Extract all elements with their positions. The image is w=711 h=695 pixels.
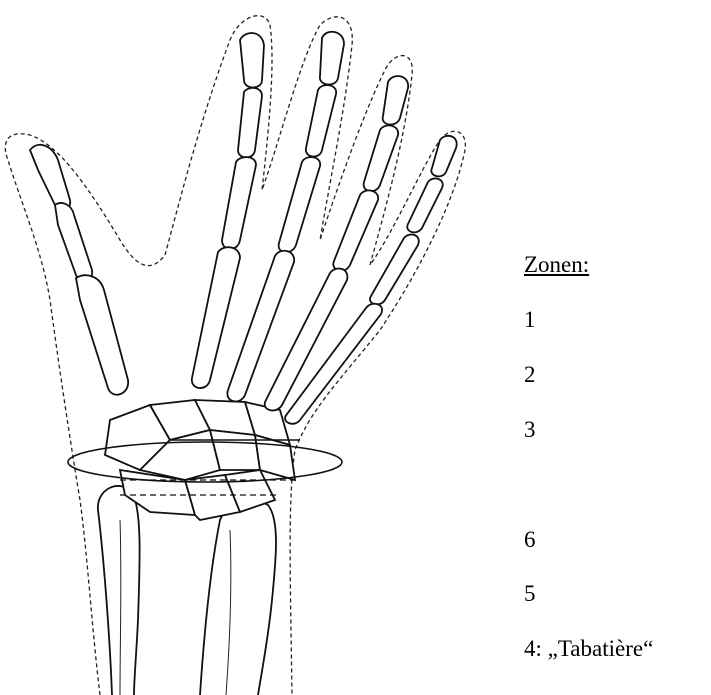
ulna-bone <box>98 486 140 695</box>
hand-skeleton-diagram <box>0 0 490 695</box>
zone-legend: Zonen: 1 2 3 6 5 4: „Tabatière“ <box>524 0 711 695</box>
thumb-bones <box>30 145 128 395</box>
zone-label-2: 2 <box>524 362 536 388</box>
zone-label-6: 6 <box>524 527 536 553</box>
legend-title: Zonen: <box>524 252 589 278</box>
zone-label-4: 4: „Tabatière“ <box>524 636 653 662</box>
radius-bone <box>200 500 276 695</box>
zone-label-5: 5 <box>524 581 536 607</box>
zone-label-1: 1 <box>524 307 536 333</box>
zone-label-3: 3 <box>524 417 536 443</box>
